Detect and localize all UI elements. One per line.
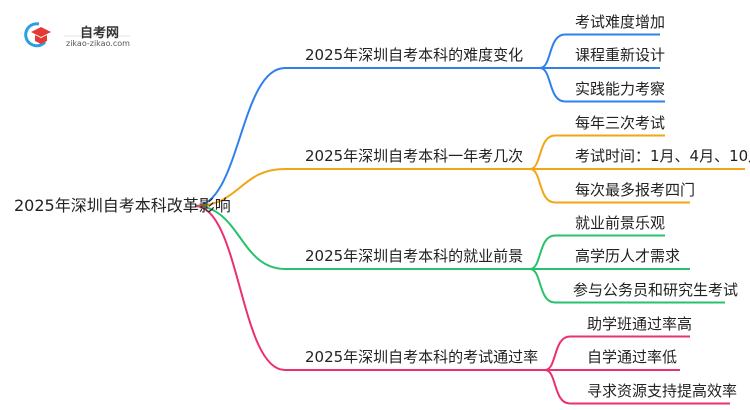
branch-connector xyxy=(194,205,530,270)
leaf-node: 实践能力考察 xyxy=(575,79,666,98)
leaf-node: 寻求资源支持提高效率 xyxy=(587,381,738,400)
leaf-connector xyxy=(529,234,665,270)
leaf-node: 考试难度增加 xyxy=(575,12,666,31)
leaf-connector xyxy=(529,134,665,170)
leaf-connector xyxy=(544,335,690,371)
branch-connector xyxy=(194,205,545,371)
leaf-node: 助学班通过率高 xyxy=(587,314,693,333)
leaf-node: 就业前景乐观 xyxy=(575,213,666,232)
leaf-node: 每年三次考试 xyxy=(575,113,666,132)
leaf-connector xyxy=(544,369,730,405)
leaf-node: 考试时间：1月、4月、10月 xyxy=(575,147,750,165)
leaf-node: 课程重新设计 xyxy=(575,46,666,64)
branch-connector xyxy=(194,168,530,207)
leaf-connector xyxy=(529,168,690,204)
leaf-connector xyxy=(529,268,725,304)
logo-icon xyxy=(24,22,51,48)
branch-node: 2025年深圳自考本科的难度变化 xyxy=(305,46,524,64)
leaf-node: 高学历人才需求 xyxy=(575,247,681,265)
leaf-node: 参与公务员和研究生考试 xyxy=(573,280,739,299)
logo-url: zikao-zikao.com xyxy=(66,39,130,48)
branch-connector xyxy=(194,67,540,207)
leaf-connector xyxy=(539,67,665,103)
branch-node: 2025年深圳自考本科一年考几次 xyxy=(305,147,524,165)
logo-name: 自考网 xyxy=(80,26,120,41)
branch-node: 2025年深圳自考本科的就业前景 xyxy=(305,247,524,265)
leaf-connector xyxy=(539,33,660,69)
leaf-node: 自学通过率低 xyxy=(587,348,678,366)
branch-node: 2025年深圳自考本科的考试通过率 xyxy=(305,348,539,366)
root-node: 2025年深圳自考本科改革影响 xyxy=(14,196,231,215)
leaf-node: 每次最多报考四门 xyxy=(575,180,696,199)
